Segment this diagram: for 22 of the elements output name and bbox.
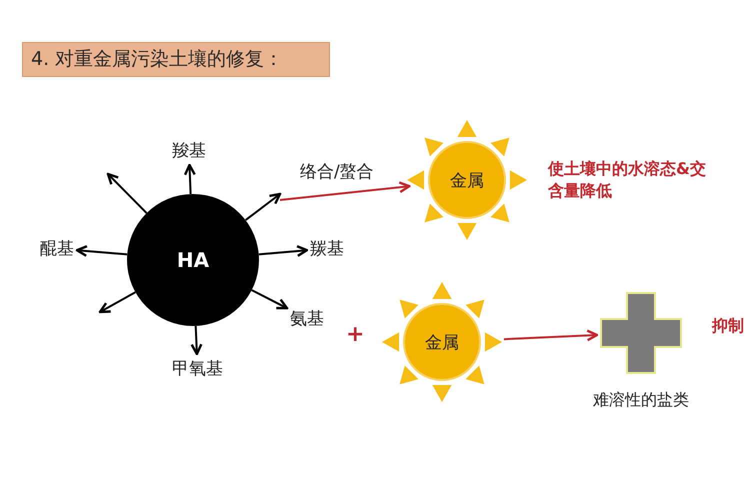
arrow bbox=[184, 164, 196, 194]
plus-sign: + bbox=[346, 322, 364, 347]
arrow bbox=[106, 172, 148, 214]
result-note: 使土壤中的水溶态&交含量降低 bbox=[548, 158, 707, 202]
arrow bbox=[258, 245, 308, 258]
title-banner: 4. 对重金属污染土壤的修复： bbox=[22, 42, 330, 77]
arrow bbox=[190, 326, 202, 356]
salt-block: 难溶性的盐类 bbox=[586, 292, 696, 422]
group-label: 羧基 bbox=[172, 139, 206, 162]
arrow bbox=[280, 181, 410, 201]
arrow bbox=[504, 329, 598, 342]
edge-label: 络合/螯合 bbox=[300, 160, 374, 183]
arrow bbox=[245, 192, 282, 221]
group-label: 甲氧基 bbox=[172, 357, 223, 380]
group-label: 醌基 bbox=[40, 237, 74, 260]
group-label: 氨基 bbox=[290, 307, 324, 330]
arrow bbox=[76, 245, 128, 257]
group-label: 羰基 bbox=[310, 237, 344, 260]
ha-circle: HA bbox=[127, 194, 259, 326]
result-note: 抑制 bbox=[712, 316, 744, 337]
arrow bbox=[98, 291, 136, 314]
arrow bbox=[251, 289, 288, 310]
